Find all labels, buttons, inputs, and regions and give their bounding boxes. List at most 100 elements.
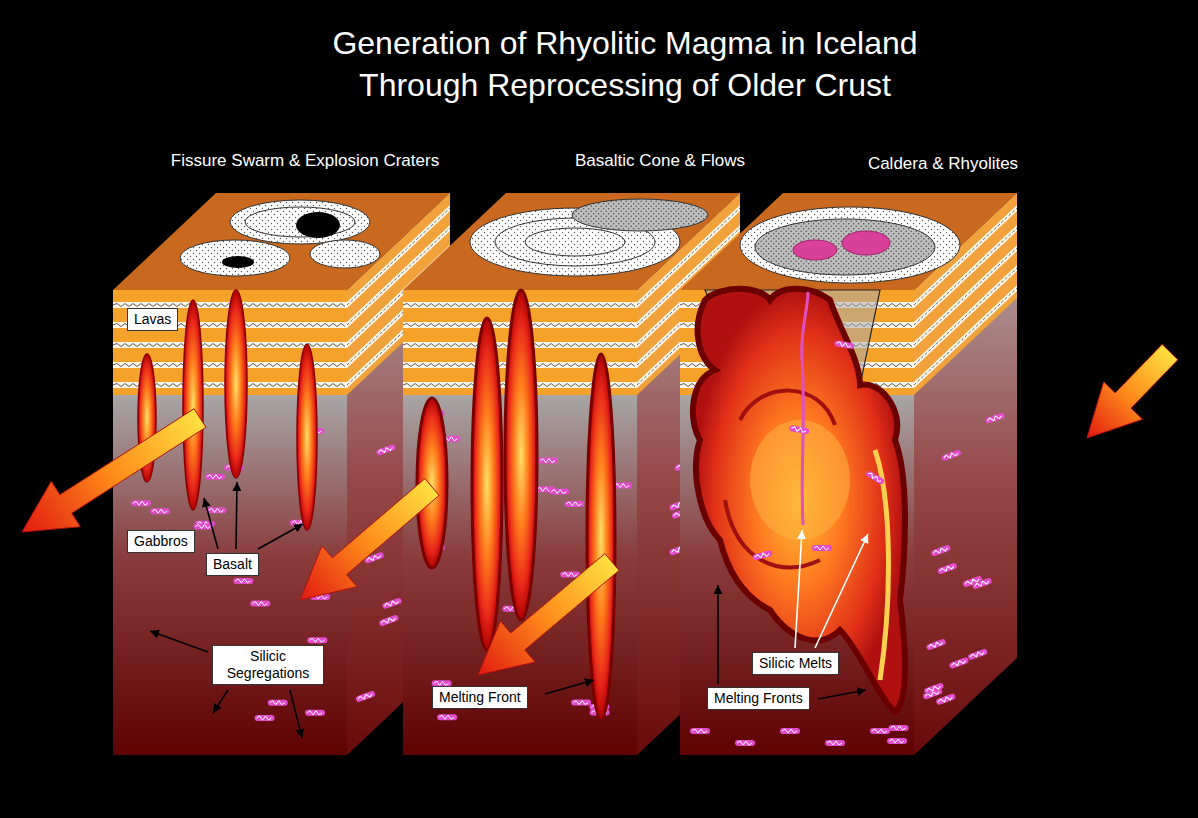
- segregation-zigzag: [434, 681, 449, 685]
- silicic-segregation: [233, 578, 253, 584]
- lava-band-line: [113, 304, 345, 307]
- segregation-zigzag: [951, 659, 966, 668]
- leader-line: [815, 534, 868, 648]
- melt-zone: [693, 289, 905, 712]
- motion-arrow: [22, 409, 206, 532]
- segregation-lens: [923, 682, 944, 694]
- leader-line: [204, 498, 218, 549]
- segregation-lens: [870, 728, 890, 734]
- segregation-zigzag: [378, 446, 393, 455]
- segregation-lens: [949, 657, 970, 669]
- segregation-zigzag: [939, 564, 954, 573]
- silicic-segregation: [437, 714, 457, 720]
- diagram-title: Generation of Rhyolitic Magma in Iceland…: [285, 22, 965, 106]
- flow-contour: [525, 228, 625, 256]
- layer-label: Gabbros: [127, 530, 195, 553]
- segregation-zigzag: [692, 729, 707, 733]
- melt-streak: [875, 450, 888, 680]
- segregation-lens: [865, 470, 885, 485]
- segregation-lens: [233, 578, 253, 584]
- segregation-zigzag: [270, 701, 285, 705]
- segregation-lens: [382, 597, 403, 609]
- segregation-zigzag: [566, 502, 581, 506]
- segregation-lens: [205, 474, 225, 480]
- segregation-zigzag: [754, 552, 770, 560]
- segregation-zigzag: [381, 616, 396, 625]
- block-heading: Basaltic Cone & Flows: [460, 150, 860, 172]
- segregation-lens: [255, 715, 275, 721]
- segregation-lens: [549, 489, 569, 495]
- segregation-zigzag: [737, 741, 752, 745]
- silicic-segregation: [935, 693, 956, 705]
- silicic-segregation: [972, 577, 993, 589]
- silicic-segregation: [865, 470, 885, 485]
- silicic-segregation: [206, 507, 226, 513]
- silicic-melt-vein: [802, 292, 808, 525]
- segregation-zigzag: [827, 741, 842, 745]
- segregation-lens: [538, 458, 558, 464]
- silicic-segregation: [825, 740, 845, 746]
- silicic-segregation: [926, 638, 947, 650]
- explosion-crater: [222, 256, 254, 268]
- segregation-zigzag: [872, 729, 887, 733]
- leader-line: [236, 482, 237, 549]
- rock-label: Silicic Segregations: [212, 645, 324, 685]
- silicic-segregation: [780, 728, 800, 734]
- block-side-face: [914, 193, 1017, 755]
- basaltic-cone: [572, 199, 708, 231]
- silicic-segregation: [967, 648, 988, 660]
- motion-arrow: [1087, 344, 1178, 438]
- segregation-zigzag: [208, 508, 223, 512]
- segregation-zigzag: [152, 509, 167, 513]
- segregation-zigzag: [207, 475, 222, 479]
- segregation-zigzag: [196, 525, 211, 529]
- silicic-segregation: [307, 637, 327, 643]
- basalt-dike: [225, 290, 247, 478]
- layer-label: Lavas: [127, 308, 178, 331]
- segregation-lens: [985, 412, 1006, 424]
- segregation-zigzag: [307, 711, 322, 715]
- block-top-face: [113, 193, 450, 290]
- segregation-zigzag: [928, 640, 943, 649]
- segregation-lens: [752, 550, 773, 561]
- basalt-dike: [183, 300, 203, 510]
- crust-block: [113, 193, 450, 755]
- leader-line: [258, 524, 303, 549]
- silicic-segregation: [937, 562, 958, 574]
- explosion-crater: [296, 212, 340, 238]
- lava-band-line: [914, 288, 1017, 385]
- caldera-floor: [755, 219, 935, 275]
- silicic-segregation: [382, 597, 403, 609]
- basalt-dike: [505, 290, 537, 620]
- melt-swirl: [725, 500, 820, 568]
- leader-line: [717, 585, 719, 684]
- segregation-zigzag: [836, 341, 851, 348]
- lava-band-line: [914, 268, 1017, 365]
- silicic-segregation: [985, 412, 1006, 424]
- silicic-segregation: [150, 508, 170, 514]
- leader-line: [545, 680, 594, 694]
- leader-line: [213, 690, 228, 713]
- silicic-segregation: [889, 725, 909, 731]
- segregation-lens: [355, 690, 376, 702]
- segregation-zigzag: [969, 650, 984, 659]
- silicic-segregation: [812, 545, 832, 551]
- segregation-lens: [378, 614, 399, 626]
- segregation-lens: [812, 545, 832, 551]
- segregation-lens: [937, 562, 958, 574]
- segregation-zigzag: [933, 546, 948, 555]
- segregation-lens: [250, 601, 270, 607]
- segregation-lens: [789, 425, 810, 434]
- segregation-zigzag: [540, 459, 555, 463]
- segregation-zigzag: [889, 739, 904, 743]
- segregation-zigzag: [235, 579, 250, 583]
- segregation-zigzag: [943, 451, 958, 460]
- segregation-lens: [690, 728, 710, 734]
- segregation-zigzag: [252, 602, 267, 606]
- silicic-segregation: [564, 501, 584, 507]
- silicic-segregation: [355, 690, 376, 702]
- segregation-zigzag: [814, 546, 829, 550]
- segregation-lens: [305, 710, 325, 716]
